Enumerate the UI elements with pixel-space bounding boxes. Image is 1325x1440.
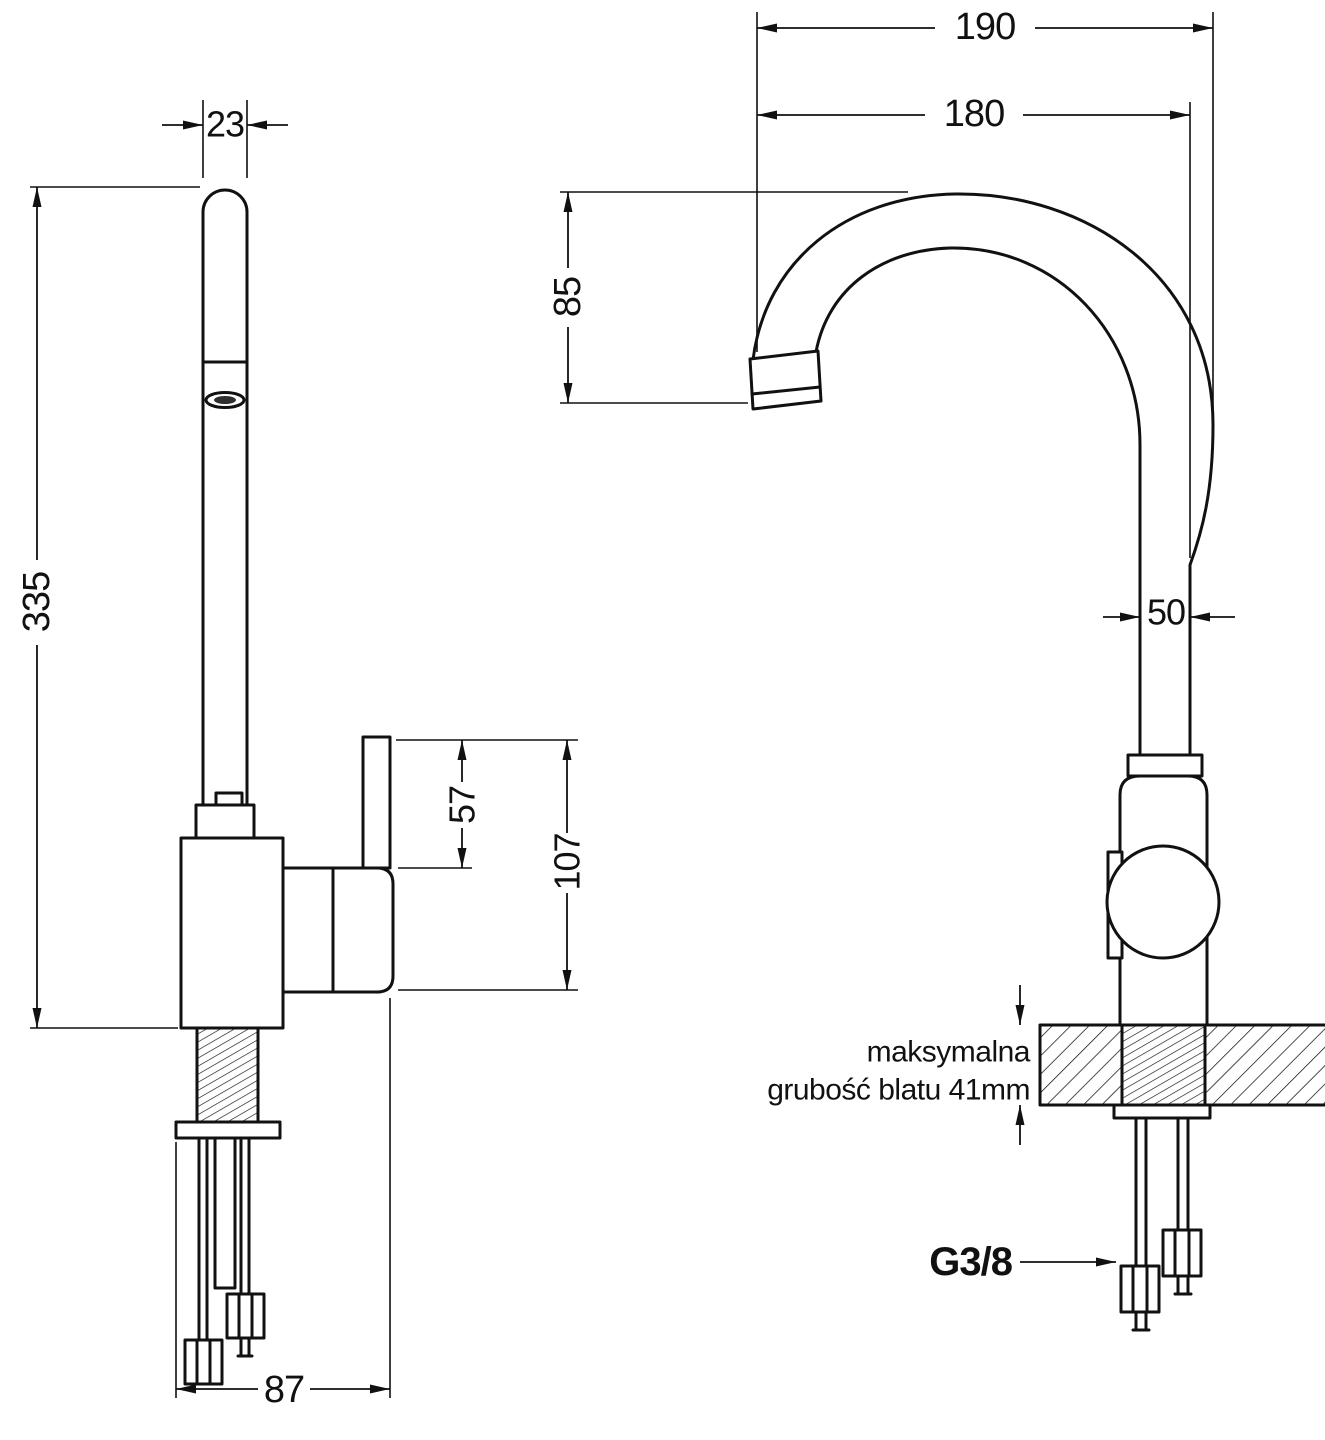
dim-label-spout-width: 23 [206,104,244,145]
side-collar [194,803,256,840]
front-washer [1112,1103,1212,1120]
front-mounting-hardware [1131,1116,1193,1332]
dim-label-overall-width: 190 [955,6,1015,48]
front-threaded-shank [1120,1023,1207,1107]
dim-label-lever-height: 57 [442,786,483,824]
counter-thickness-note: maksymalna grubość blatu 41mm [767,985,1031,1145]
front-handle-knob [1105,844,1221,960]
front-spout-inner [814,246,1142,757]
dim-label-spout-reach: 180 [944,93,1004,135]
side-body [179,836,285,1030]
dim-label-column-width: 50 [1147,592,1185,633]
side-nut-right [225,1292,266,1340]
countertop-left [1040,1025,1122,1105]
dim-total-height: 335 [16,186,200,1029]
front-nut-left [1119,1264,1161,1314]
front-spout-tip [748,349,823,411]
countertop-right [1205,1025,1325,1105]
dim-spout-reach: 180 [757,93,1191,558]
dim-label-total-height: 335 [16,572,58,632]
side-mounting-hardware [197,1136,254,1358]
dim-label-body-height: 107 [547,833,588,890]
dim-label-spout-height: 85 [547,277,589,317]
thread-size-callout: G3/8 [929,1240,1116,1284]
dim-spout-height: 85 [547,191,908,404]
dim-spout-width: 23 [162,100,288,178]
side-lever [361,735,392,870]
dim-column-width: 50 [1103,592,1235,633]
dim-body-height: 107 [398,740,588,991]
faucet-side-view [174,188,395,1386]
thread-size-label: G3/8 [929,1240,1012,1284]
dim-overall-width: 190 [756,6,1214,420]
dim-base-width: 87 [175,998,391,1411]
faucet-front-view [748,192,1325,1332]
side-flange [174,1120,282,1140]
front-nut-right [1161,1228,1203,1278]
side-nut-left [183,1338,224,1386]
front-spout-outer [751,192,1215,757]
side-spout-pipe [201,188,249,807]
counter-note-line1: maksymalna [867,1036,1031,1069]
dim-lever-height: 57 [396,739,578,869]
side-threaded-shank [195,1026,260,1124]
side-handle-housing [281,866,395,994]
counter-note-line2: grubość blatu 41mm [767,1074,1030,1107]
dim-label-base-width: 87 [264,1369,304,1411]
front-collar [1126,753,1204,778]
